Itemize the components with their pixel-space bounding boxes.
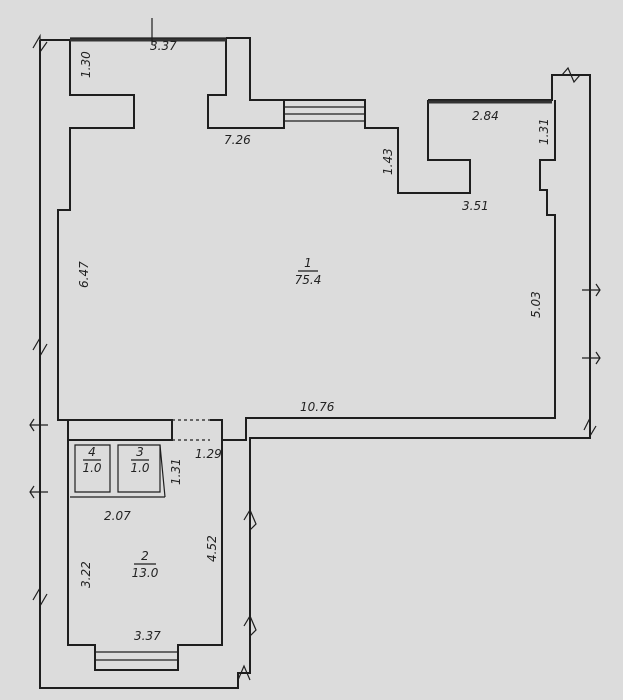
partition-wall [68,419,173,441]
room-1-area: 75.4 [295,273,322,287]
wc-room-3 [117,444,161,493]
room-4-label: 4 1.0 [82,445,101,475]
room-1-number: 1 [304,256,312,270]
inner-wall [57,40,556,671]
dim-wc-width: 2.07 [104,509,131,523]
dim-notch-height: 1.43 [381,148,395,175]
outer-wall [39,40,591,689]
break-mark-right-bottom [583,417,597,439]
dim-top-right-width: 2.84 [472,109,499,123]
break-mark-bottom [237,664,251,681]
room-3-area: 1.0 [130,461,149,475]
break-mark-room2-right [243,508,257,531]
room-3-label: 3 1.0 [130,445,149,475]
arrow-mark-right [582,283,601,297]
dim-wc-height: 1.31 [169,458,183,485]
dim-room1-bottom-width: 10.76 [300,400,335,414]
dim-corridor-width: 1.29 [195,447,222,461]
arrow-mark-left [29,418,48,432]
partition-wall-right [210,419,223,440]
wc-room-4 [74,444,111,493]
dim-room2-right-height: 4.52 [205,535,219,562]
room-2-label: 2 13.0 [132,549,159,580]
wc-slant [159,444,166,498]
break-mark-room2-right-2 [243,614,257,637]
break-mark-left-top [32,33,48,54]
break-mark-right-top [561,66,581,84]
dim-room1-left-height: 6.47 [77,261,91,288]
dim-right-top-height: 1.31 [537,118,551,145]
room-2-area: 13.0 [132,566,159,580]
arrow-mark-right-2 [582,351,601,365]
dim-room1-right-height: 5.03 [529,291,543,318]
arrow-mark-left-2 [29,485,48,499]
room-2-number: 2 [141,549,149,563]
top-wall-right-cap [226,37,284,101]
break-mark-left-low [32,585,48,609]
room-3-number: 3 [136,445,144,459]
dim-room2-bottom-width: 3.37 [134,629,161,643]
dim-left-top-height: 1.30 [79,51,93,78]
dim-inner-top-width: 7.26 [224,133,251,147]
dim-room2-left-height: 3.22 [79,561,93,588]
dim-top-left-width: 3.37 [150,39,177,53]
dim-notch-width: 3.51 [462,199,489,213]
break-mark-left-mid [32,335,48,359]
room-1-label: 1 75.4 [295,256,322,287]
room-4-number: 4 [88,445,96,459]
room-4-area: 1.0 [82,461,101,475]
